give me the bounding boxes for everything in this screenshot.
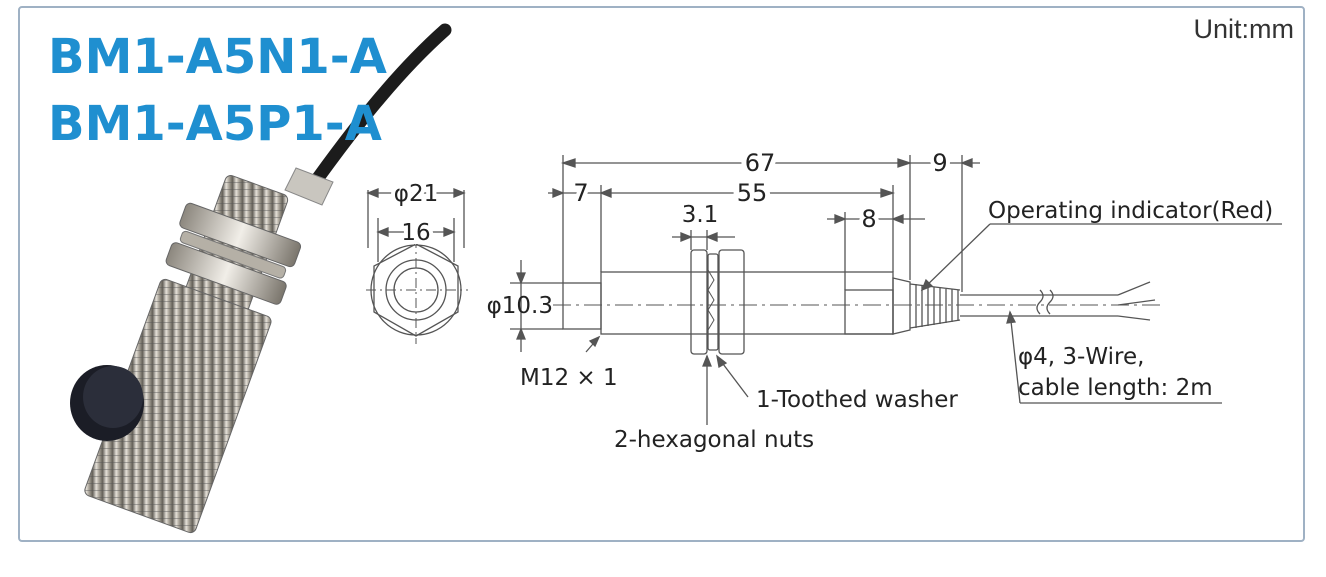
product-photo: [70, 23, 452, 534]
label-washer: 1-Toothed washer: [756, 387, 958, 413]
side-view: [510, 155, 1282, 425]
unit-label: Unit:mm: [1193, 14, 1295, 44]
dim-16: 16: [401, 220, 430, 246]
front-view: [366, 188, 468, 344]
dim-phi10-3: φ10.3: [487, 293, 553, 319]
label-cable-line1: φ4, 3-Wire,: [1018, 344, 1144, 370]
label-nuts: 2-hexagonal nuts: [614, 427, 814, 453]
model-title-npn: BM1-A5N1-A: [48, 29, 387, 85]
dim-3-1: 3.1: [682, 202, 719, 228]
dim-9: 9: [932, 149, 947, 177]
dim-8: 8: [861, 205, 876, 233]
dim-7: 7: [573, 179, 588, 207]
label-indicator: Operating indicator(Red): [988, 198, 1273, 224]
dim-phi21: φ21: [394, 181, 438, 207]
dim-55: 55: [737, 179, 768, 207]
dim-67: 67: [745, 149, 776, 177]
label-cable-line2: cable length: 2m: [1018, 375, 1213, 401]
label-thread: M12 × 1: [520, 365, 618, 391]
model-title-pnp: BM1-A5P1-A: [48, 96, 382, 152]
